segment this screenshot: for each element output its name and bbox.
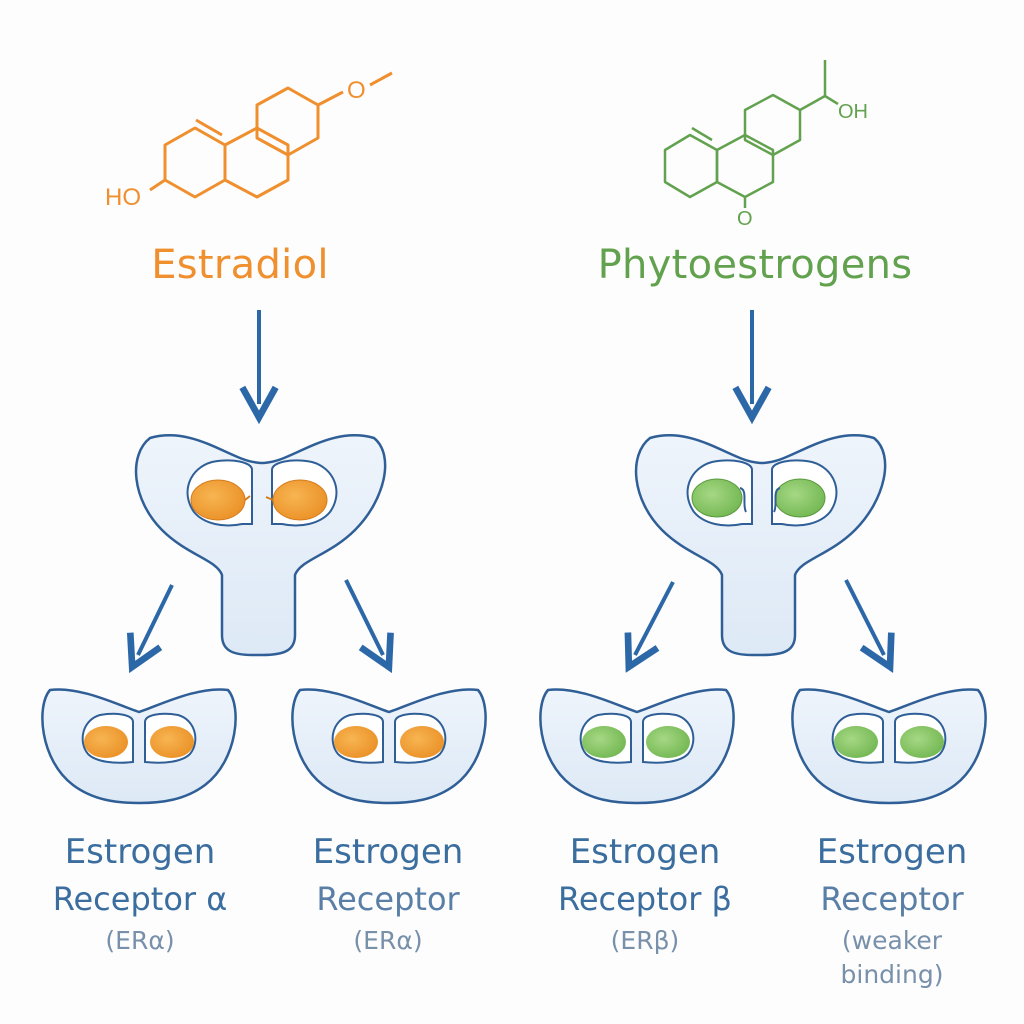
ligand-green <box>691 478 743 518</box>
ligand-green <box>900 726 944 758</box>
receptor-label-beta: Estrogen Receptor β (ERβ) <box>525 830 765 958</box>
receptor-label-line2: Receptor α <box>52 880 228 918</box>
receptor-label-line1: Estrogen <box>64 832 216 872</box>
receptor-label-line1: Estrogen <box>816 832 968 872</box>
estradiol-title: Estradiol <box>151 242 329 288</box>
ligand-orange <box>334 726 378 758</box>
ligand-orange <box>150 726 194 758</box>
receptor-label-line2: Receptor β <box>558 880 732 918</box>
receptor-estradiol-2 <box>291 688 487 805</box>
receptor-dimer-estradiol <box>134 434 387 657</box>
arrow-to-receptor-d <box>844 579 884 655</box>
ligand-orange <box>190 479 246 521</box>
receptor-label-line2: Receptor <box>316 880 460 918</box>
ligand-green <box>646 726 690 758</box>
phytoestrogen-structure: OH O <box>663 60 868 230</box>
estradiol-o-label: O <box>347 77 366 104</box>
receptor-label-line1: Estrogen <box>312 832 464 872</box>
phyto-oh-label: OH <box>838 101 868 123</box>
estradiol-structure: HO O <box>105 71 393 211</box>
arrow-to-receptor-c <box>635 581 675 655</box>
estradiol-ho-label: HO <box>105 184 141 211</box>
receptor-label-line4: binding) <box>840 960 944 989</box>
arrow-to-receptor-b <box>344 579 383 655</box>
ligand-orange <box>84 726 128 758</box>
ligand-orange <box>272 479 328 521</box>
arrow-to-receptor-a <box>138 584 174 655</box>
receptor-label-line3: (ERα) <box>353 926 423 955</box>
receptor-phytoestrogen-weak <box>791 688 987 805</box>
ligand-orange <box>400 726 444 758</box>
receptor-label-line3: (ERβ) <box>610 926 680 955</box>
receptor-label-line3: (weaker <box>841 926 943 955</box>
receptor-label-alpha: Estrogen Receptor α (ERα) <box>20 830 260 958</box>
receptor-alpha-estradiol <box>41 688 237 805</box>
receptor-label-weak-binding: Estrogen Receptor (weaker binding) <box>772 830 1012 992</box>
ligand-green <box>582 726 626 758</box>
receptor-label-line3: (ERα) <box>105 926 175 955</box>
ligand-green <box>774 478 826 518</box>
receptor-label-line2: Receptor <box>820 880 964 918</box>
receptor-dimer-phytoestrogen <box>634 434 887 657</box>
ligand-green <box>834 726 878 758</box>
receptor-label-line1: Estrogen <box>569 832 721 872</box>
phytoestrogens-title: Phytoestrogens <box>597 242 913 288</box>
receptor-beta-phytoestrogen <box>539 688 735 805</box>
phyto-o-label: O <box>737 208 753 230</box>
receptor-label-estradiol-2: Estrogen Receptor (ERα) <box>268 830 508 958</box>
